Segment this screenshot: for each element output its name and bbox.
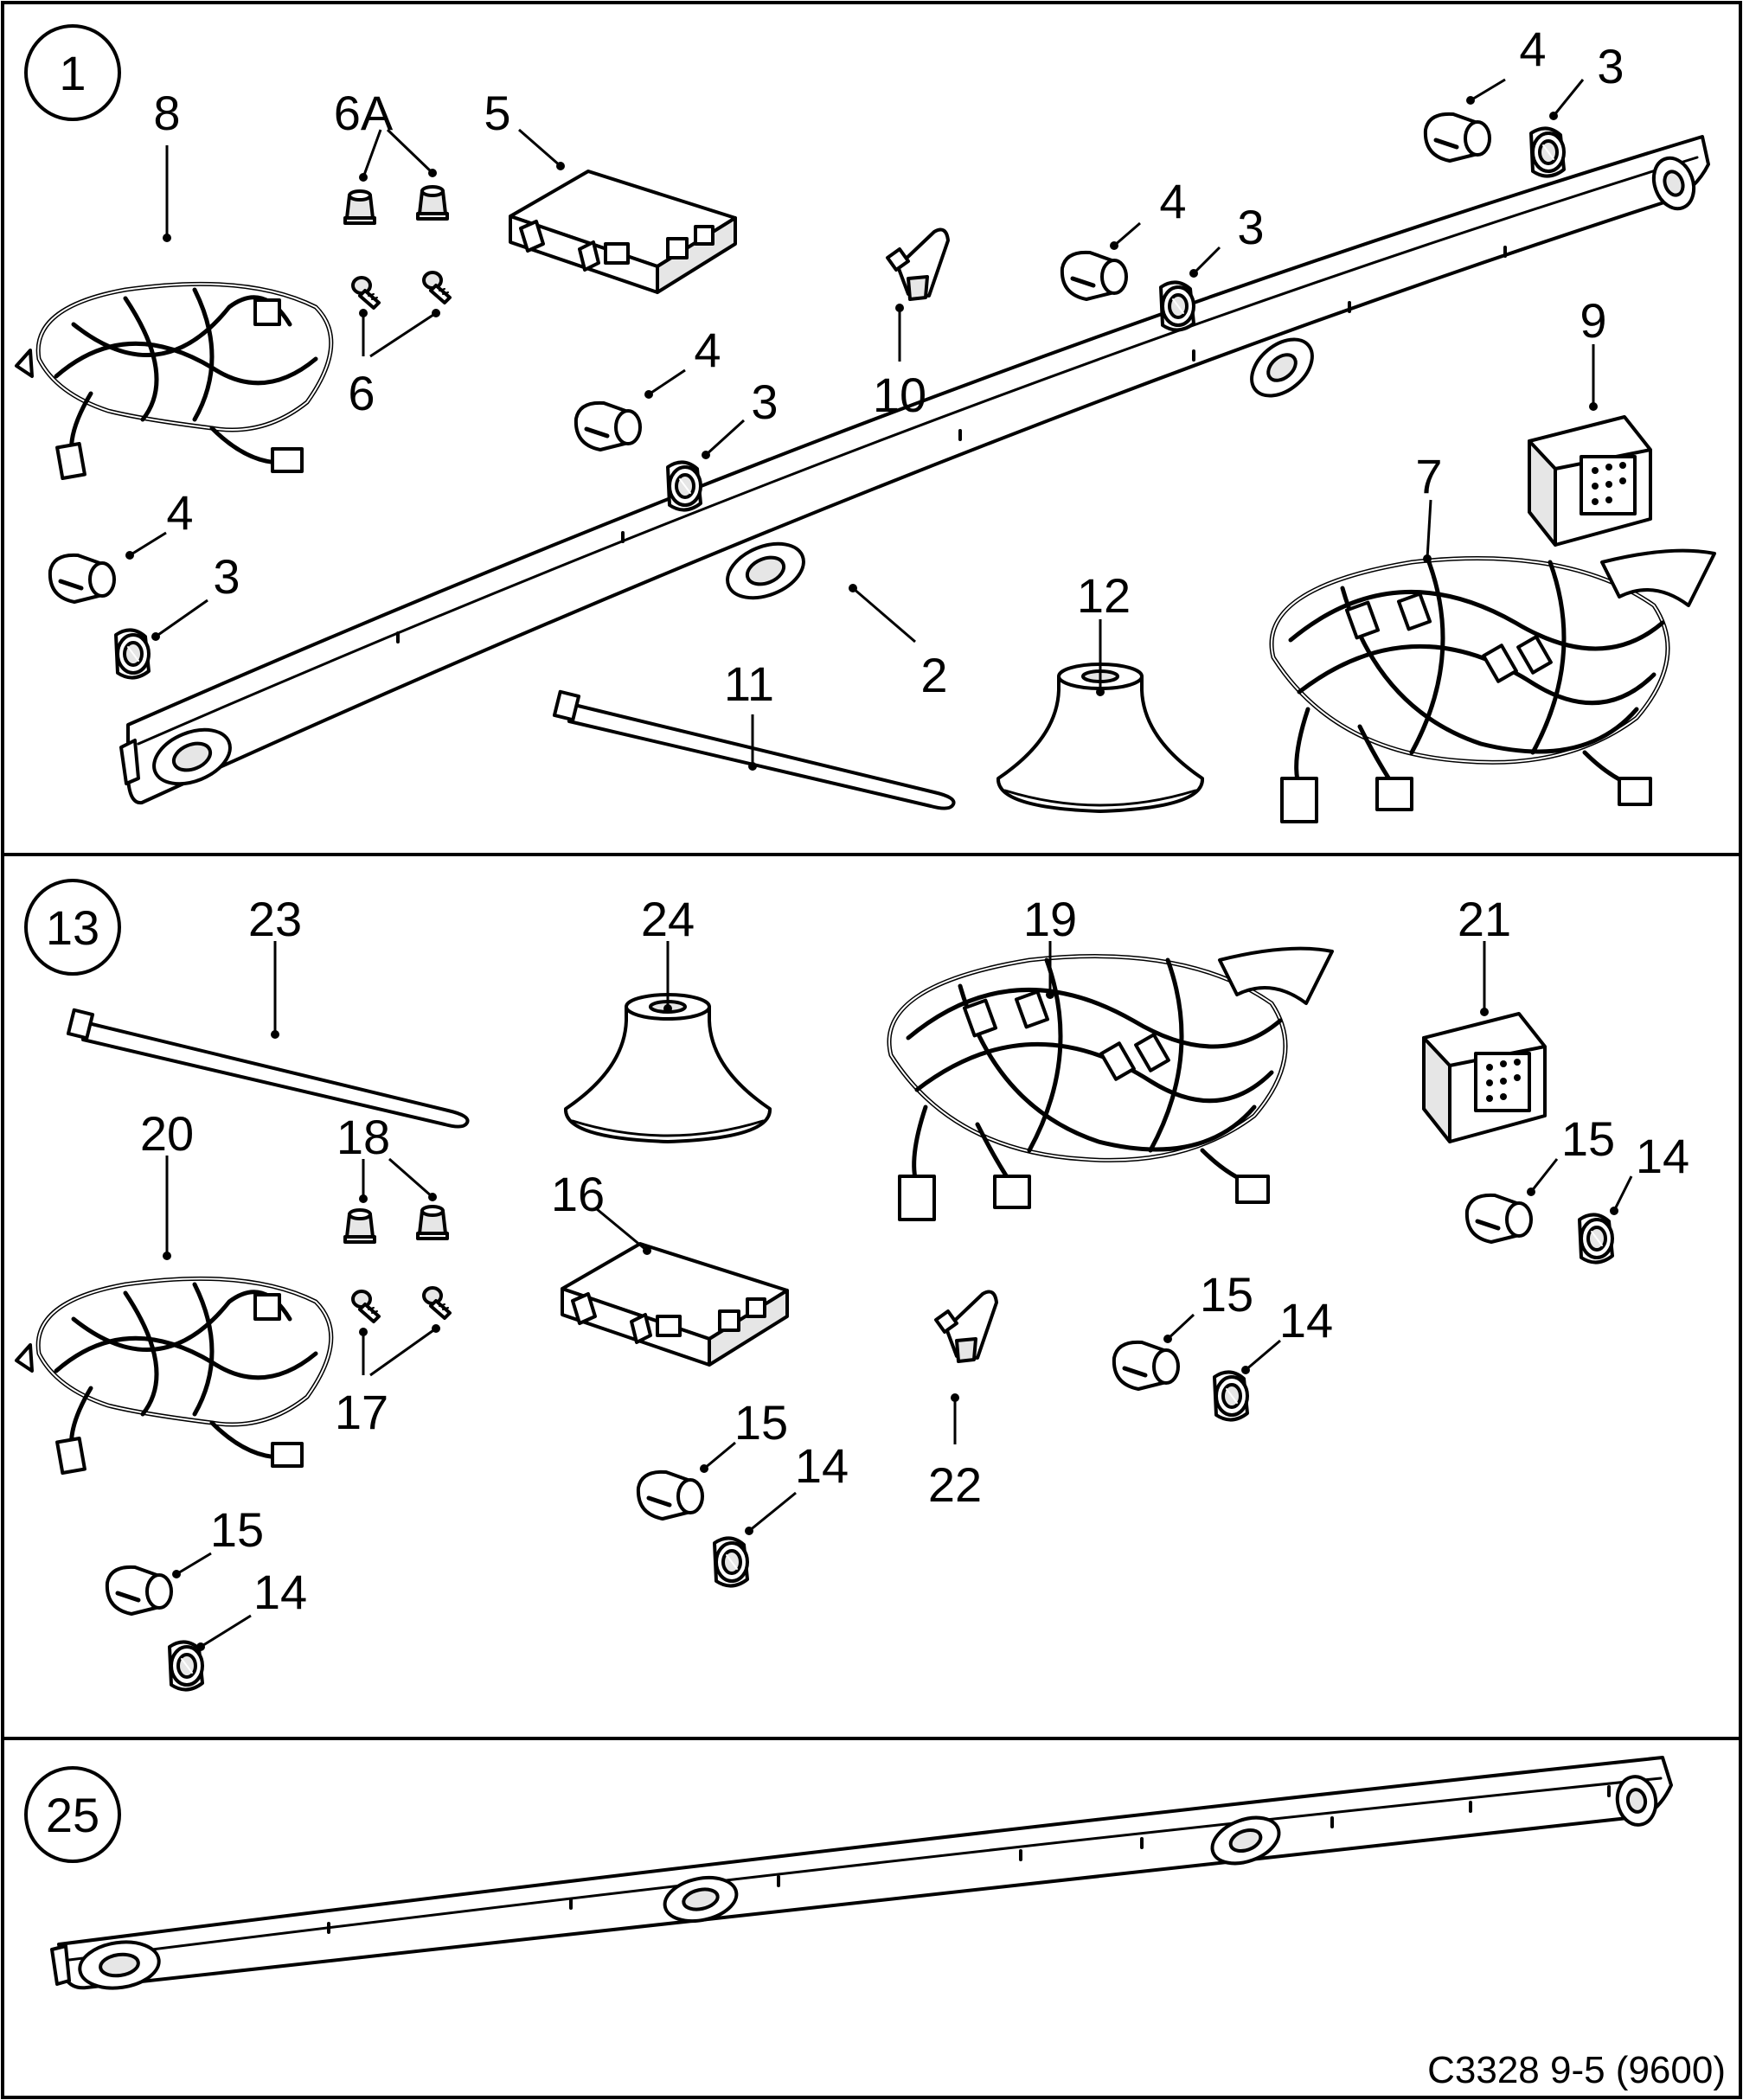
- callout-3: 3: [213, 549, 240, 604]
- section-number: 13: [46, 900, 99, 955]
- bumper-sensor-bar: [50, 1756, 1673, 1990]
- grommet-icon: [563, 993, 772, 1143]
- section-13: 13: [16, 879, 1689, 1692]
- callout-23: 23: [248, 892, 302, 946]
- callout-4: 4: [1519, 22, 1546, 76]
- nut-icon: [416, 1205, 449, 1240]
- callout-24: 24: [641, 892, 695, 946]
- screw-icon: [422, 1286, 452, 1320]
- callout-17: 17: [335, 1385, 388, 1439]
- callout-15: 15: [210, 1502, 264, 1557]
- sensor-icon: [713, 1536, 749, 1588]
- clip-icon: [886, 227, 950, 301]
- section-1: 1: [16, 22, 1714, 822]
- control-module: [509, 170, 737, 294]
- control-harness: [16, 1278, 331, 1473]
- callout-10: 10: [873, 368, 926, 422]
- nut-icon: [343, 1208, 376, 1244]
- callout-12: 12: [1077, 568, 1131, 623]
- callout-4: 4: [694, 323, 721, 377]
- nut-icon: [416, 185, 449, 221]
- sensor-icon: [1213, 1370, 1249, 1422]
- sensor-icon: [114, 628, 151, 680]
- bumper-sensor-bar: [119, 135, 1710, 805]
- callout-3: 3: [1237, 200, 1264, 254]
- callout-15: 15: [734, 1395, 788, 1450]
- screw-icon: [351, 1290, 381, 1323]
- callout-9: 9: [1580, 293, 1606, 348]
- callout-18: 18: [336, 1110, 390, 1164]
- connector-icon: [1422, 1012, 1547, 1143]
- leader-lines: [125, 78, 1598, 771]
- control-harness: [16, 284, 331, 478]
- control-module: [561, 1242, 789, 1367]
- sensor-icon: [1578, 1213, 1614, 1264]
- callout-3: 3: [751, 375, 778, 429]
- screw-icon: [351, 276, 381, 310]
- callout-4: 4: [166, 485, 193, 540]
- nut-icon: [343, 189, 376, 225]
- sensor-holder-icon: [1114, 1342, 1178, 1389]
- callout-14: 14: [253, 1565, 307, 1619]
- section-number-circle: [24, 24, 121, 121]
- sensor-holder-icon: [638, 1472, 702, 1519]
- sensor-holder-icon: [107, 1567, 171, 1614]
- section-number: 25: [46, 1788, 99, 1842]
- callout-22: 22: [928, 1457, 982, 1512]
- callout-8: 8: [153, 86, 180, 140]
- sensor-holder-icon: [1426, 114, 1490, 161]
- callout-4: 4: [1159, 174, 1186, 228]
- sensor-icon: [1159, 280, 1195, 332]
- sensor-icon: [666, 460, 702, 512]
- screw-icon: [422, 271, 452, 304]
- sensor-harness: [889, 949, 1332, 1220]
- sensor-holder-icon: [50, 555, 114, 602]
- sensor-holder-icon: [1467, 1195, 1531, 1242]
- callout-7: 7: [1415, 449, 1442, 503]
- sensor-harness: [1272, 551, 1714, 822]
- clip-icon: [934, 1290, 998, 1363]
- leader-lines: [163, 941, 1633, 1651]
- section-25: 25: [24, 1756, 1673, 1990]
- callout-14: 14: [1636, 1129, 1689, 1183]
- callout-5: 5: [484, 86, 510, 140]
- sensor-holder-icon: [1062, 253, 1126, 299]
- section-number-circle: [24, 1766, 121, 1863]
- callout-3: 3: [1597, 39, 1624, 93]
- cable-tie-icon: [66, 1008, 470, 1129]
- reference-code: C3328 9-5 (9600): [1427, 2049, 1726, 2091]
- callout-19: 19: [1023, 892, 1077, 946]
- callout-15: 15: [1200, 1267, 1253, 1322]
- callout-16: 16: [551, 1167, 605, 1221]
- callout-21: 21: [1458, 892, 1511, 946]
- callout-2: 2: [920, 648, 947, 702]
- sensor-icon: [1529, 126, 1566, 178]
- callout-20: 20: [140, 1106, 194, 1161]
- callout-6: 6: [348, 366, 375, 420]
- sensor-holder-icon: [576, 403, 640, 450]
- callout-14: 14: [1279, 1293, 1333, 1348]
- section-number-circle: [24, 879, 121, 976]
- callout-11: 11: [724, 656, 774, 711]
- section-number: 1: [59, 46, 86, 100]
- callout-6A: 6A: [334, 86, 394, 140]
- connector-icon: [1528, 415, 1652, 547]
- callout-14: 14: [795, 1438, 849, 1493]
- callout-15: 15: [1561, 1111, 1615, 1166]
